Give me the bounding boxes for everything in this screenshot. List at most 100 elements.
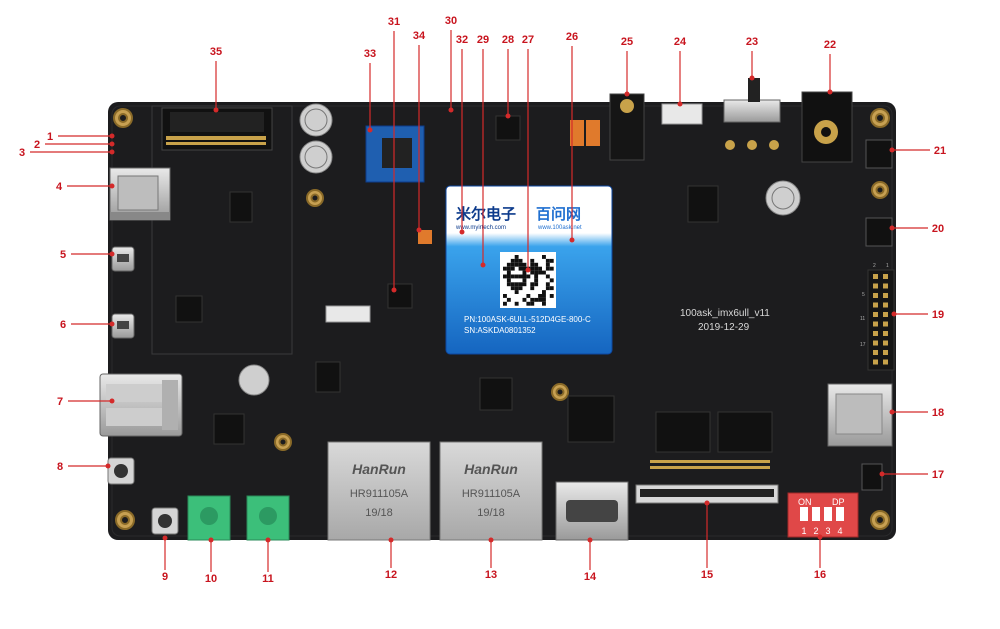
qr-module <box>510 258 515 263</box>
qr-module <box>545 286 550 291</box>
header-pin <box>883 359 888 365</box>
header-pin <box>883 274 888 279</box>
qr-module <box>503 274 507 279</box>
callout-label-2: 2 <box>34 139 40 151</box>
header-pin <box>883 321 888 327</box>
dip-pos-3: 3 <box>825 526 830 536</box>
callout-dot-1 <box>109 133 115 139</box>
qr-module <box>545 282 550 287</box>
rj45-2-code: 19/18 <box>477 507 505 519</box>
callout-label-15: 15 <box>701 569 713 581</box>
qr-module <box>534 278 539 283</box>
callout-label-4: 4 <box>56 181 63 193</box>
callout-label-29: 29 <box>477 34 489 46</box>
callout-label-23: 23 <box>746 36 758 48</box>
qr-module <box>514 258 519 263</box>
callout-dot-16 <box>817 534 823 540</box>
qr-module <box>526 301 531 306</box>
qr-module <box>506 282 511 287</box>
callout-label-24: 24 <box>674 36 687 48</box>
qr-module <box>530 282 535 287</box>
rj45-2-brand: HanRun <box>464 461 518 477</box>
qr-module <box>549 266 554 271</box>
callout-dot-25 <box>624 91 630 97</box>
callout-dot-19 <box>891 311 897 317</box>
header-pin <box>873 283 878 289</box>
qr-module <box>503 301 507 306</box>
callout-label-18: 18 <box>932 407 944 419</box>
qr-module <box>538 266 542 271</box>
callout-dot-14 <box>587 537 593 543</box>
white-jst-connector <box>661 103 703 125</box>
qr-module <box>530 258 535 263</box>
callout-dot-15 <box>704 500 710 506</box>
qr-module <box>530 262 535 267</box>
qr-module <box>522 282 527 287</box>
gpio-pins <box>873 274 888 365</box>
callout-label-3: 3 <box>19 147 25 159</box>
qr-module <box>530 297 535 302</box>
qr-module <box>522 274 527 279</box>
qr-module <box>518 286 523 291</box>
qr-module <box>506 262 511 267</box>
callout-dot-23 <box>749 75 755 81</box>
header-pin-11: 11 <box>860 316 865 322</box>
header-pin <box>873 340 878 346</box>
callout-label-19: 19 <box>932 309 944 321</box>
wifi-module <box>365 125 425 183</box>
qr-module <box>514 301 519 306</box>
som-pn: PN:100ASK-6ULL-512D4GE-800-C <box>464 315 591 324</box>
qr-module <box>549 286 554 291</box>
qr-module <box>514 255 519 259</box>
callout-dot-3 <box>109 149 115 155</box>
callout-label-5: 5 <box>60 249 66 261</box>
callout-dot-11 <box>265 537 271 543</box>
callout-dot-18 <box>889 409 895 415</box>
header-pin <box>883 331 888 336</box>
callout-dot-7 <box>109 398 115 404</box>
tf-card-slot <box>827 383 893 447</box>
som-brand2-url: www.100ask.net <box>537 225 582 231</box>
qr-module <box>542 290 546 294</box>
misc-ics <box>175 185 719 445</box>
header-pin <box>873 350 878 355</box>
qr-module <box>538 294 542 298</box>
qr-module <box>522 297 527 302</box>
callout-label-7: 7 <box>57 396 63 408</box>
header-pin <box>873 312 878 317</box>
header-pin <box>883 283 888 289</box>
qr-module <box>534 262 539 267</box>
qr-module <box>514 262 519 267</box>
qr-module <box>545 274 550 279</box>
qr-module <box>518 274 523 279</box>
som-brand2-cn: 百问网 <box>536 205 581 223</box>
rj45-2-model: HR911105A <box>462 488 521 500</box>
qr-module <box>542 294 546 298</box>
terminal-blocks <box>187 495 290 541</box>
callout-dot-5 <box>109 251 115 257</box>
qr-module <box>526 294 531 298</box>
qr-module <box>542 255 546 259</box>
som-sn: SN:ASKDA0801352 <box>464 326 536 335</box>
callout-label-1: 1 <box>47 131 53 143</box>
electrolytic-capacitors <box>238 103 801 396</box>
header-pin <box>883 302 888 308</box>
qr-module <box>545 262 550 267</box>
callout-dot-33 <box>367 127 373 133</box>
qr-module <box>530 270 535 275</box>
inductors <box>570 120 600 146</box>
som-brand-cn: 米尔电子 <box>456 205 516 223</box>
qr-module <box>549 258 554 263</box>
header-pin <box>873 321 878 327</box>
rj45-1-model: HR911105A <box>350 488 409 500</box>
qr-module <box>542 301 546 306</box>
qr-module <box>534 270 539 275</box>
callout-dot-24 <box>677 101 683 107</box>
qr-module <box>510 274 515 279</box>
hdmi-port <box>555 481 629 541</box>
qr-module <box>506 274 511 279</box>
dip-pos-1: 1 <box>801 526 806 536</box>
dip-switch-dp-label: DP <box>832 497 845 507</box>
qr-module <box>530 266 535 271</box>
qr-module <box>538 270 542 275</box>
